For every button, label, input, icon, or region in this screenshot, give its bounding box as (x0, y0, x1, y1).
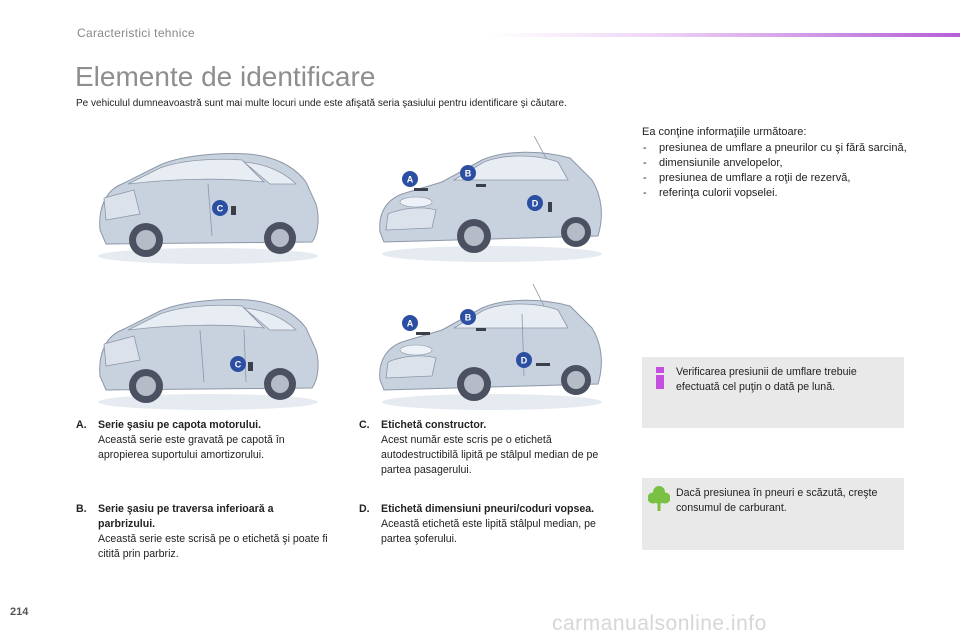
legend-letter: C. (359, 419, 370, 431)
eco-note-text: Dacă presiunea în pneuri e scăzută, creş… (676, 487, 878, 514)
callout-a: A (407, 175, 414, 185)
legend-letter: A. (76, 419, 87, 431)
legend-heading: Etichetă dimensiuni pneuri/coduri vopsea… (381, 503, 595, 515)
legend-letter: D. (359, 503, 370, 515)
header-gradient-rule (488, 33, 960, 37)
page-number: 214 (10, 606, 29, 618)
info-note-box: Verificarea presiunii de umflare trebuie… (642, 357, 904, 428)
info-item: referinţa culorii vopselei. (642, 186, 912, 201)
callout-b: B (465, 313, 472, 323)
legend-text: Această serie este gravată pe capotă în … (98, 434, 285, 461)
info-item: presiunea de umflare a roţii de rezervă, (642, 171, 912, 186)
car-rear-3door-illustration: C (98, 153, 319, 264)
info-item: presiunea de umflare a pneurilor cu şi f… (642, 141, 912, 156)
legend-heading: Serie şasiu pe capota motorului. (98, 419, 262, 431)
callout-d: D (521, 356, 528, 366)
callout-d: D (532, 199, 539, 209)
legend-item-b: B. Serie şasiu pe traversa inferioară a … (76, 502, 331, 562)
info-list: presiunea de umflare a pneurilor cu şi f… (642, 141, 912, 201)
car-rear-5door-illustration: C (98, 299, 319, 410)
legend-letter: B. (76, 503, 87, 515)
car-front-3door-illustration: A B D (379, 136, 602, 262)
section-header: Caracteristici tehnice (77, 26, 195, 40)
callout-b: B (465, 169, 472, 179)
watermark: carmanualsonline.info (552, 612, 767, 635)
intro-text: Pe vehiculul dumneavoastră sunt mai mult… (76, 98, 567, 109)
leaf-icon (648, 486, 670, 511)
eco-note-box: Dacă presiunea în pneuri e scăzută, creş… (642, 478, 904, 550)
legend-heading: Serie şasiu pe traversa inferioară a par… (98, 503, 274, 530)
callout-c: C (235, 360, 242, 370)
legend-text: Acest număr este scris pe o etichetă aut… (381, 434, 599, 476)
info-intro: Ea conţine informaţiile următoare: (642, 126, 807, 138)
callout-c: C (217, 204, 224, 214)
page-title: Elemente de identificare (75, 61, 376, 92)
legend-item-c: C. Etichetă constructor. Acest număr est… (359, 418, 614, 478)
info-item: dimensiunile anvelopelor, (642, 156, 912, 171)
legend-text: Această etichetă este lipită stâlpul med… (381, 518, 596, 545)
legend-heading: Etichetă constructor. (381, 419, 487, 431)
legend-text: Această serie este scrisă pe o etichetă … (98, 533, 328, 560)
info-icon (656, 367, 664, 389)
car-front-5door-illustration: A B D (379, 284, 602, 410)
legend-item-d: D. Etichetă dimensiuni pneuri/coduri vop… (359, 502, 614, 547)
info-note-text: Verificarea presiunii de umflare trebuie… (676, 366, 857, 393)
legend-item-a: A. Serie şasiu pe capota motorului. Acea… (76, 418, 331, 463)
callout-a: A (407, 319, 414, 329)
